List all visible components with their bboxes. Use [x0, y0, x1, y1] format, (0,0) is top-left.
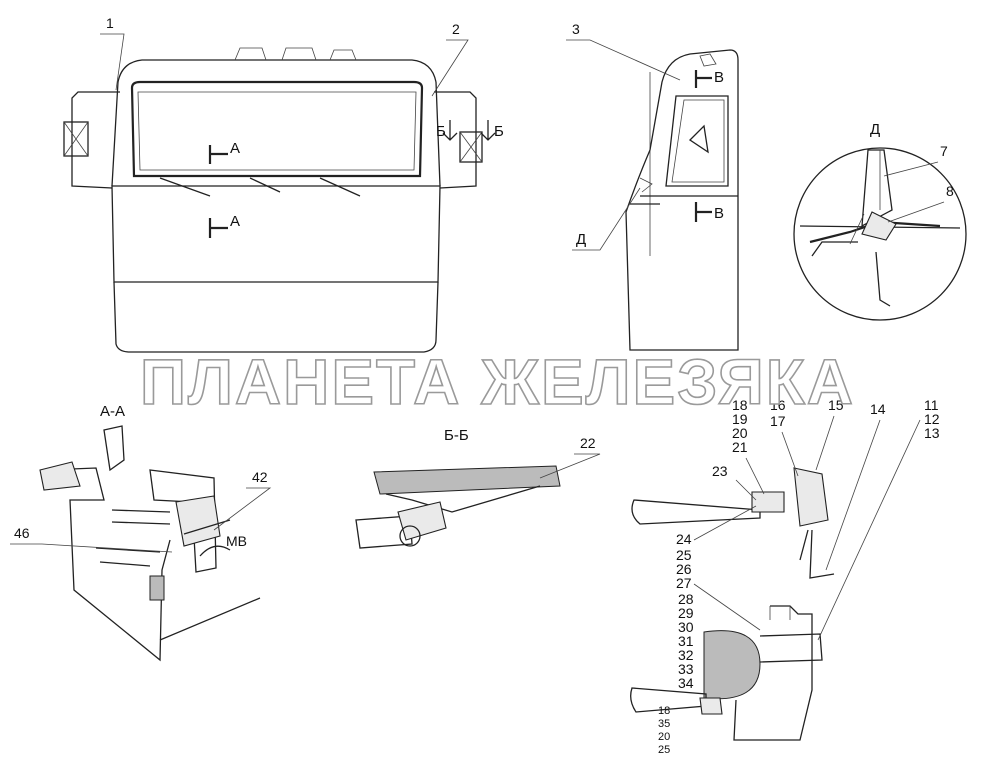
callout-24: 24	[676, 531, 692, 547]
cut-mark-d-side: Д	[576, 231, 586, 248]
callout-35: 35	[658, 718, 670, 730]
watermark-text: ПЛАНЕТА ЖЕЛЕЗЯКА	[140, 346, 855, 418]
callout-mv: МВ	[226, 533, 247, 549]
callout-27: 27	[676, 575, 692, 591]
front-view-labels: 1 2 А А Б Б	[100, 15, 504, 230]
callout-31: 31	[678, 633, 694, 649]
cut-mark-a-top: А	[230, 140, 240, 157]
detail-d-circle	[793, 147, 967, 321]
side-view-labels: 3 В В Д	[566, 21, 724, 251]
callout-46: 46	[14, 525, 30, 541]
section-title-aa: А-А	[100, 403, 125, 420]
callout-34: 34	[678, 675, 694, 691]
callout-25-top: 25	[676, 547, 692, 563]
callout-30: 30	[678, 619, 694, 635]
cut-mark-b-right: Б	[494, 123, 504, 140]
cut-mark-a-bottom: А	[230, 213, 240, 230]
callout-7: 7	[940, 143, 948, 159]
callout-8: 8	[946, 183, 954, 199]
callout-2: 2	[452, 21, 460, 37]
callout-18-bottom: 18	[658, 705, 670, 717]
callout-32: 32	[678, 647, 694, 663]
callout-1: 1	[106, 15, 114, 31]
cut-mark-d-detail: Д	[870, 121, 880, 138]
section-bb-labels: Б-Б 22	[444, 427, 601, 479]
callout-19: 19	[732, 411, 748, 427]
cut-mark-v-bottom: В	[714, 205, 724, 222]
mirror-mount-detail	[630, 467, 835, 741]
cab-front-view	[63, 47, 496, 353]
callout-14: 14	[870, 401, 886, 417]
callout-28: 28	[678, 591, 694, 607]
callout-29: 29	[678, 605, 694, 621]
detail-d-labels: Д 7 8	[870, 121, 954, 223]
callout-20-bottom: 20	[658, 731, 670, 743]
callout-42: 42	[252, 469, 268, 485]
section-aa-labels: А-А 42 МВ 46	[10, 403, 272, 553]
callout-25-bottom: 25	[658, 744, 670, 756]
callout-18-top: 18	[732, 397, 748, 413]
mirror-mount-labels: 18 19 20 21 16 17 15 14 11 12 13 23 24 2…	[658, 397, 940, 756]
cut-mark-b-left: Б	[436, 123, 446, 140]
callout-12: 12	[924, 411, 940, 427]
callout-33: 33	[678, 661, 694, 677]
callout-17: 17	[770, 413, 786, 429]
callout-13: 13	[924, 425, 940, 441]
callout-21: 21	[732, 439, 748, 455]
callout-26: 26	[676, 561, 692, 577]
section-bb	[355, 465, 561, 549]
callout-15: 15	[828, 397, 844, 413]
cut-mark-v-top: В	[714, 69, 724, 86]
callout-3: 3	[572, 21, 580, 37]
section-title-bb: Б-Б	[444, 427, 469, 444]
callout-22: 22	[580, 435, 596, 451]
section-aa	[39, 425, 261, 662]
cab-side-view	[625, 49, 739, 351]
callout-16: 16	[770, 397, 786, 413]
callout-20-top: 20	[732, 425, 748, 441]
callout-11: 11	[924, 397, 939, 413]
callout-23: 23	[712, 463, 728, 479]
